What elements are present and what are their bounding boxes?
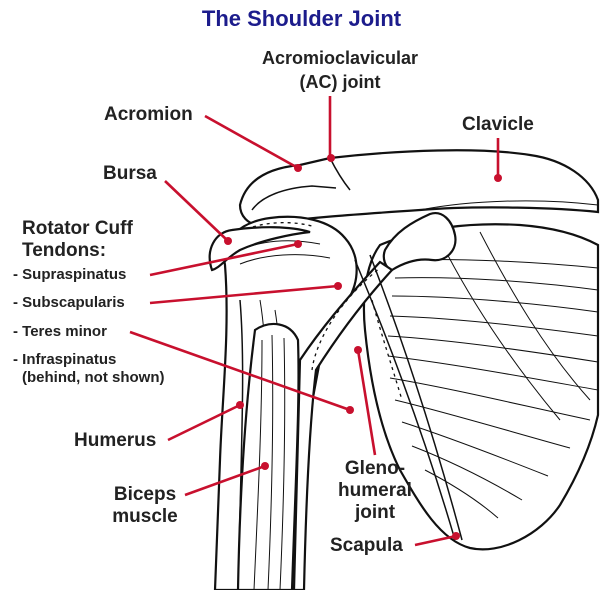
diagram-title: The Shoulder Joint (0, 6, 603, 32)
label-supraspinatus: - Supraspinatus (13, 266, 126, 283)
label-subscapularis: - Subscapularis (13, 294, 125, 311)
label-rotator-cuff-line1: Rotator Cuff (22, 218, 133, 240)
label-biceps: Biceps muscle (100, 484, 190, 528)
label-ac-joint-line2: (AC) joint (248, 70, 432, 94)
label-rotator-cuff: Rotator Cuff Tendons: (22, 218, 133, 262)
label-glenohumeral: Gleno- humeral joint (330, 458, 420, 524)
label-ac-joint-line1: Acromioclavicular (248, 46, 432, 70)
label-infraspinatus-line1: - Infraspinatus (13, 351, 164, 369)
label-clavicle: Clavicle (462, 114, 534, 136)
label-ac-joint: Acromioclavicular (AC) joint (248, 46, 432, 94)
label-glenohumeral-line2: humeral (330, 480, 420, 502)
label-glenohumeral-line3: joint (330, 502, 420, 524)
label-glenohumeral-line1: Gleno- (330, 458, 420, 480)
label-humerus: Humerus (74, 430, 156, 452)
label-teres-minor: - Teres minor (13, 323, 107, 340)
label-bursa: Bursa (103, 163, 157, 185)
label-biceps-line1: Biceps (100, 484, 190, 506)
label-scapula: Scapula (330, 535, 403, 557)
label-rotator-cuff-line2: Tendons: (22, 240, 133, 262)
label-infraspinatus: - Infraspinatus (behind, not shown) (13, 351, 164, 387)
label-infraspinatus-line2: (behind, not shown) (13, 369, 164, 387)
label-acromion: Acromion (104, 104, 193, 126)
label-biceps-line2: muscle (100, 506, 190, 528)
